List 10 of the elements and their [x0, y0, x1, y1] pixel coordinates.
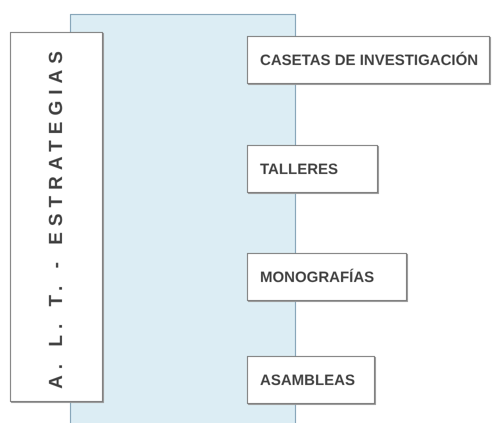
strategy-box [247, 356, 375, 404]
strategy-label: CASETAS DE INVESTIGACIÓN [259, 52, 478, 68]
strategy-box [247, 145, 378, 193]
strategy-box [247, 36, 490, 84]
strategy-label: ASAMBLEAS [259, 372, 356, 388]
strategy-label: TALLERES [259, 160, 338, 178]
strategy-box [247, 253, 407, 301]
strategy-label: MONOGRAFÍAS [259, 268, 374, 286]
title-box [10, 32, 103, 402]
vertical-title: A. L. T. - ESTRATEGIAS [46, 45, 68, 389]
